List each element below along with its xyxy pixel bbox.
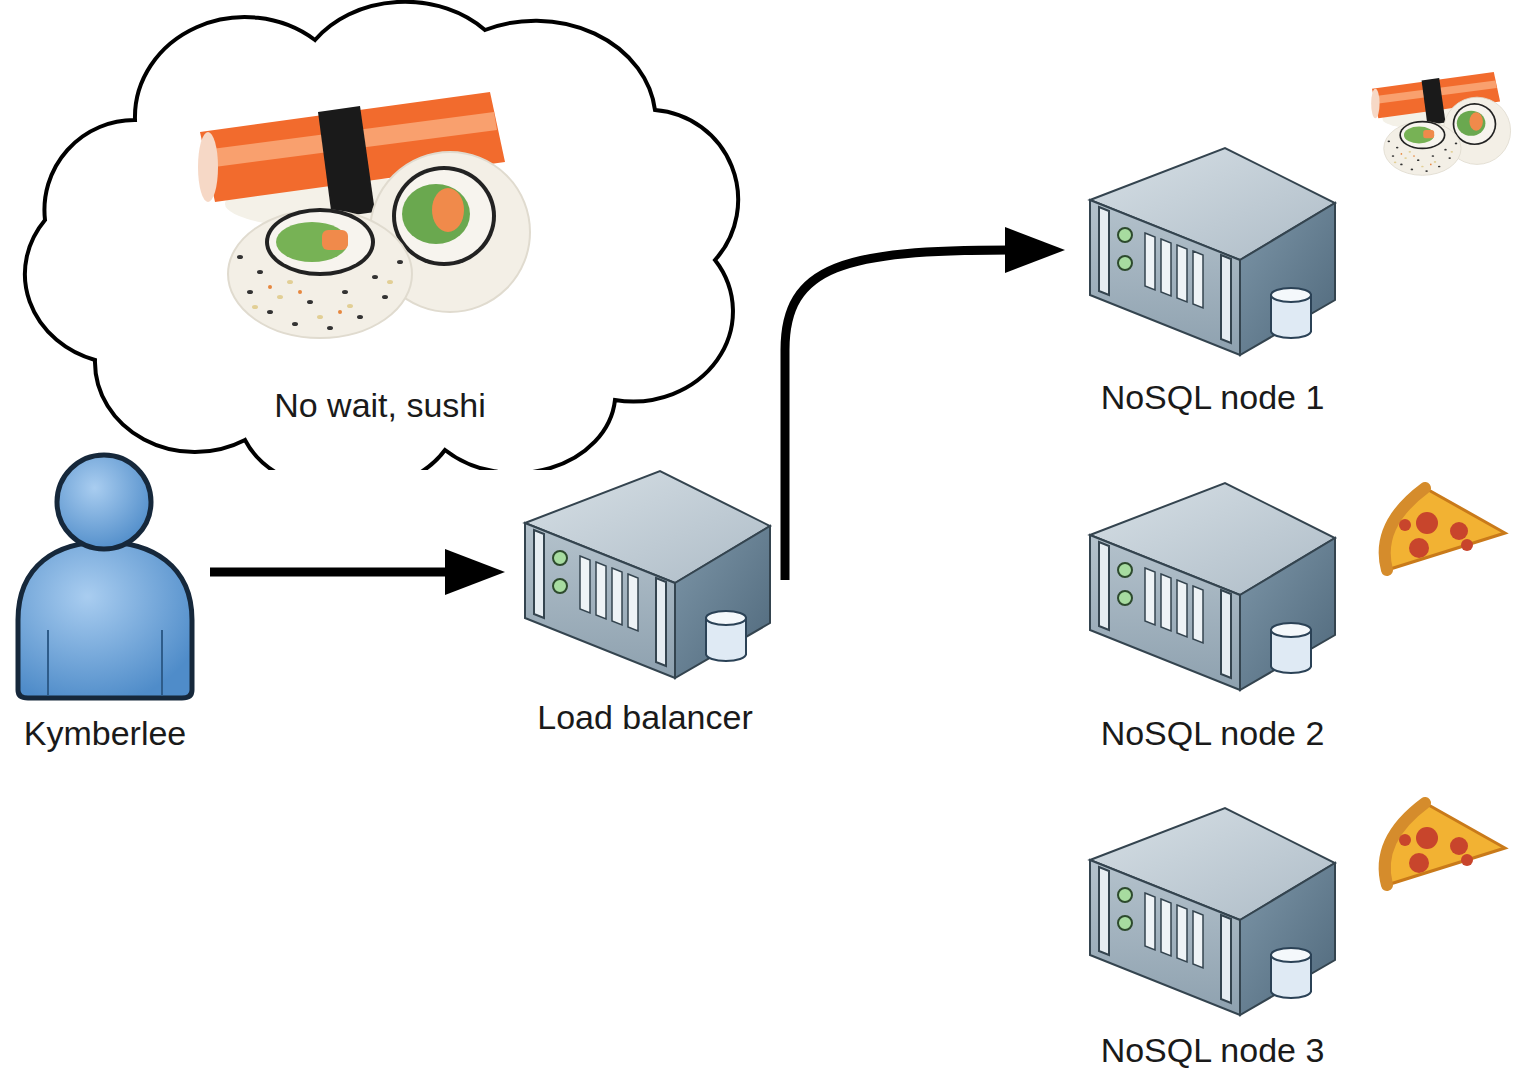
node-label: Load balancer — [505, 697, 785, 737]
sushi-picture — [198, 92, 530, 338]
sushi-picture — [1371, 72, 1510, 175]
server-node: NoSQL node 2 — [1065, 478, 1360, 758]
node-label: NoSQL node 1 — [1065, 377, 1360, 417]
server-icon — [1090, 483, 1335, 690]
server-node: NoSQL node 1 — [1065, 140, 1360, 420]
server-node: Load balancer — [505, 465, 785, 735]
connector-line — [210, 568, 450, 577]
connector-line — [785, 250, 1010, 580]
arrow-head — [1005, 227, 1065, 273]
server-icon — [525, 471, 770, 678]
pizza-picture — [1385, 803, 1505, 885]
node-label: NoSQL node 2 — [1065, 713, 1360, 753]
node-label: No wait, sushi — [15, 385, 745, 425]
pizza-picture — [1385, 488, 1505, 570]
server-icon — [1090, 148, 1335, 355]
person-node: Kymberlee — [0, 445, 210, 755]
server-icon — [1090, 808, 1335, 1015]
server-node: NoSQL node 3 — [1065, 800, 1360, 1075]
person-icon — [18, 455, 192, 698]
node-label: Kymberlee — [0, 713, 210, 753]
arrow-head — [445, 549, 505, 595]
connector-arrow — [785, 227, 1065, 580]
node-label: NoSQL node 3 — [1065, 1030, 1360, 1070]
connector-arrow — [210, 549, 505, 595]
thought-cloud: No wait, sushi — [15, 0, 745, 470]
